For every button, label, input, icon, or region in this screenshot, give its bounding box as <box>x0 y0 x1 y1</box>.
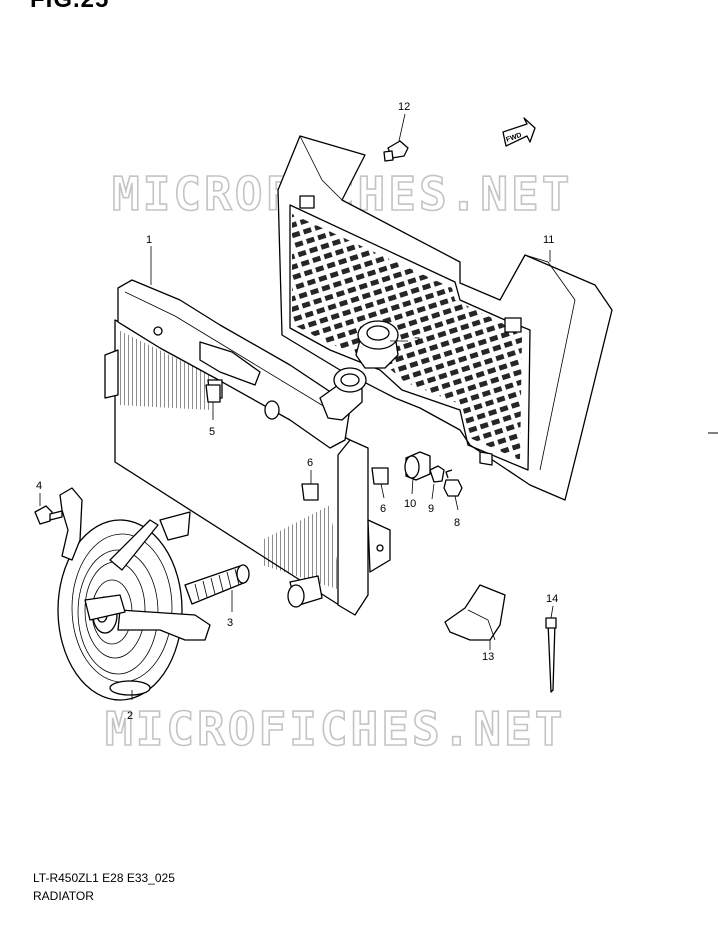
figure-code: LT-R450ZL1 E28 E33_025 <box>33 871 175 885</box>
radiator-cover-part-11 <box>277 135 613 501</box>
callout-6-left: 6 <box>307 457 313 469</box>
leader-lines <box>39 113 554 700</box>
callout-12: 12 <box>398 101 410 113</box>
figure-name: RADIATOR <box>33 889 94 903</box>
bolt-part-12 <box>383 140 409 162</box>
callout-7: 7 <box>414 336 420 348</box>
callout-11: 11 <box>543 234 554 246</box>
callout-2: 2 <box>127 710 133 722</box>
callout-13: 13 <box>482 651 494 663</box>
callout-8: 8 <box>454 517 460 529</box>
bolt-part-8 <box>443 469 463 497</box>
cable-tie-part-14 <box>545 617 557 693</box>
bolt-part-4 <box>34 505 63 525</box>
hose-part-3 <box>184 564 250 605</box>
collar-part-9 <box>429 465 445 483</box>
watermark-bottom: MICROFICHES.NET <box>105 702 565 756</box>
protector-part-13 <box>444 584 506 641</box>
nut-part-6-left <box>301 483 319 501</box>
nut-part-6-right <box>371 467 389 485</box>
callout-5: 5 <box>209 426 215 438</box>
fwd-arrow: FWD <box>502 117 536 147</box>
figure-title: FIG.25 <box>30 0 109 14</box>
cooling-fan-part-2 <box>57 487 211 701</box>
nut-part-5 <box>205 384 221 403</box>
callout-4: 4 <box>36 480 42 492</box>
callout-3: 3 <box>227 617 233 629</box>
radiator-part-1 <box>104 279 391 616</box>
callout-10: 10 <box>404 498 416 510</box>
callout-6-right: 6 <box>380 503 386 515</box>
callout-14: 14 <box>546 593 558 605</box>
radiator-cap-part-7 <box>355 320 399 369</box>
callout-9: 9 <box>428 503 434 515</box>
grommet-part-10 <box>404 451 431 481</box>
callout-numbers: 1 2 3 4 5 6 6 7 8 9 10 11 12 13 14 <box>36 101 558 722</box>
callout-1: 1 <box>146 234 152 246</box>
